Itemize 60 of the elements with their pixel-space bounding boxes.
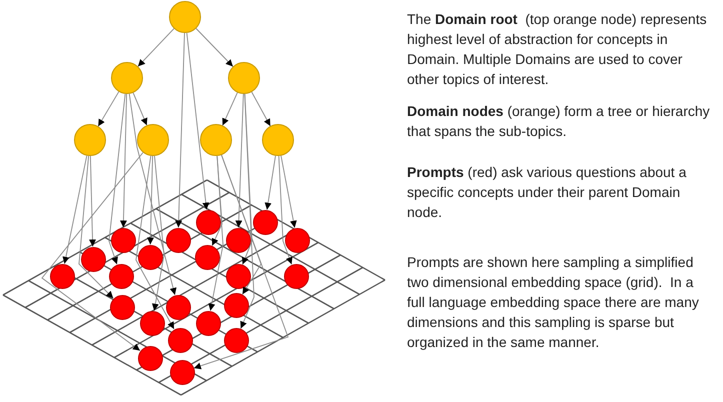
arrow (108, 93, 126, 265)
description-paragraph: Prompts (red) ask various questions about a specific concepts under their parent Domain node. (407, 163, 688, 222)
arrow (235, 94, 244, 228)
domain-node-circle (111, 62, 143, 94)
prompt-node-circle (284, 264, 308, 288)
prompt-node-circle (80, 246, 106, 272)
description-paragraph: The Domain root (top orange node) represents highest level of abstraction for concepts in Domain. Multiple Domains are used to cover other topics of interest. (407, 10, 708, 89)
prompt-node-circle (196, 210, 220, 234)
domain-node-circle (228, 62, 260, 94)
arrow (152, 155, 164, 312)
arrow (136, 155, 174, 330)
arrow (41, 152, 144, 352)
arrow (175, 32, 185, 228)
arrow (132, 92, 148, 126)
arrow (120, 94, 128, 228)
arrow (146, 156, 154, 245)
arrow (280, 155, 297, 228)
arrow (128, 93, 177, 296)
arrow (242, 94, 252, 265)
domain-node-circle (262, 124, 294, 156)
arrow (278, 156, 292, 265)
prompt-node-circle (166, 294, 190, 320)
description-paragraph: Domain nodes (orange) form a tree or hierarchy that spans the sub-topics. (407, 102, 711, 141)
arrow (138, 28, 174, 67)
arrow (193, 154, 289, 370)
prompt-node-circle (226, 228, 250, 252)
prompt-node-circle (166, 228, 190, 252)
prompt-node-circle (50, 264, 74, 288)
description-paragraph: Prompts are shown here sampling a simplified two dimensional embedding space (grid). In a full language embedding space there are many dimensions and this sampling is sparse but organized in the same manner. (407, 253, 700, 352)
arrow (62, 155, 88, 264)
prompt-node-circle (110, 294, 134, 320)
prompt-node-circle (108, 264, 134, 288)
arrow (186, 32, 210, 210)
arrow (251, 92, 271, 126)
prompt-node-circle (226, 264, 250, 288)
prompt-node-circle (224, 292, 248, 318)
domain-node-circle (169, 1, 201, 33)
prompt-node-circle (224, 328, 248, 352)
prompt-node-circle (110, 228, 136, 252)
prompt-node-circle (140, 310, 164, 336)
prompt-node-circle (196, 310, 220, 336)
prompt-node-circle (138, 244, 162, 270)
domain-node-circle (137, 124, 169, 156)
arrow (264, 155, 276, 210)
prompt-node-circle (170, 360, 194, 384)
prompt-node-circle (194, 244, 220, 270)
arrow (222, 92, 238, 126)
arrow (98, 91, 120, 127)
arrow (240, 94, 254, 329)
arrow (196, 28, 234, 67)
domain-node-circle (200, 124, 232, 156)
arrow (208, 156, 224, 312)
prompt-node-circle (284, 228, 310, 252)
arrow (221, 154, 262, 295)
arrow (89, 156, 96, 247)
arrow (78, 155, 114, 299)
domain-node-circle (74, 124, 106, 156)
prompt-node-circle (252, 210, 278, 234)
prompt-node-circle (168, 328, 192, 352)
prompt-node-circle (138, 346, 162, 370)
